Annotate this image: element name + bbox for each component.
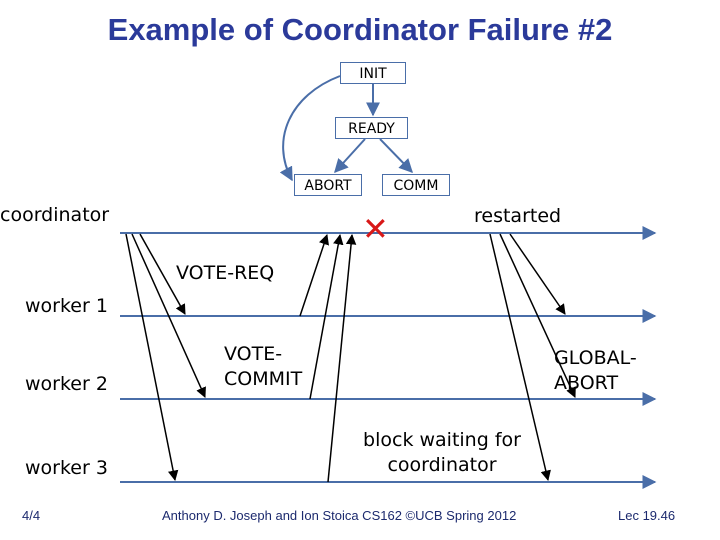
state-init: INIT — [340, 62, 406, 84]
block-waiting-line2: coordinator — [387, 454, 497, 476]
global-abort-label: GLOBAL- ABORT — [554, 346, 637, 396]
worker3-label: worker 3 — [25, 457, 108, 479]
vote-commit-from-worker2 — [309, 233, 344, 400]
vote-req-to-worker2 — [131, 233, 206, 398]
footer-credit: Anthony D. Joseph and Ion Stoica CS162 ©… — [162, 508, 517, 523]
vote-req-to-worker3 — [125, 233, 179, 482]
state-ready: READY — [335, 117, 408, 139]
vote-req-to-worker1 — [139, 233, 186, 315]
vote-commit-from-worker3 — [327, 233, 357, 483]
state-commit: COMM — [382, 174, 450, 196]
vote-commit-from-worker1 — [299, 234, 329, 317]
vote-commit-line2: COMMIT — [224, 368, 303, 390]
global-abort-line1: GLOBAL- — [554, 347, 637, 369]
ready-to-commit-transition — [379, 138, 413, 174]
block-waiting-label: block waiting for coordinator — [352, 428, 532, 478]
page-number: 4/4 — [22, 508, 41, 523]
global-abort-line2: ABORT — [554, 372, 619, 394]
state-abort: ABORT — [294, 174, 362, 196]
vote-req-label: VOTE-REQ — [176, 262, 275, 284]
block-waiting-line1: block waiting for — [363, 429, 521, 451]
global-abort-to-worker2 — [499, 233, 576, 398]
lecture-number: Lec 19.46 — [618, 508, 676, 523]
init-to-abort-transition — [279, 75, 341, 182]
vote-commit-line1: VOTE- — [224, 343, 283, 365]
global-abort-to-worker1 — [509, 233, 566, 315]
coordinator-label: coordinator — [0, 204, 110, 226]
restarted-label: restarted — [474, 205, 562, 227]
ready-to-abort-transition — [334, 138, 366, 174]
coordinator-failure-icon: ✕ — [362, 210, 389, 248]
worker1-label: worker 1 — [25, 295, 108, 317]
worker2-label: worker 2 — [25, 373, 108, 395]
global-abort-to-worker3 — [489, 233, 551, 482]
page-title: Example of Coordinator Failure #2 — [107, 12, 613, 47]
vote-commit-label: VOTE- COMMIT — [224, 342, 302, 392]
